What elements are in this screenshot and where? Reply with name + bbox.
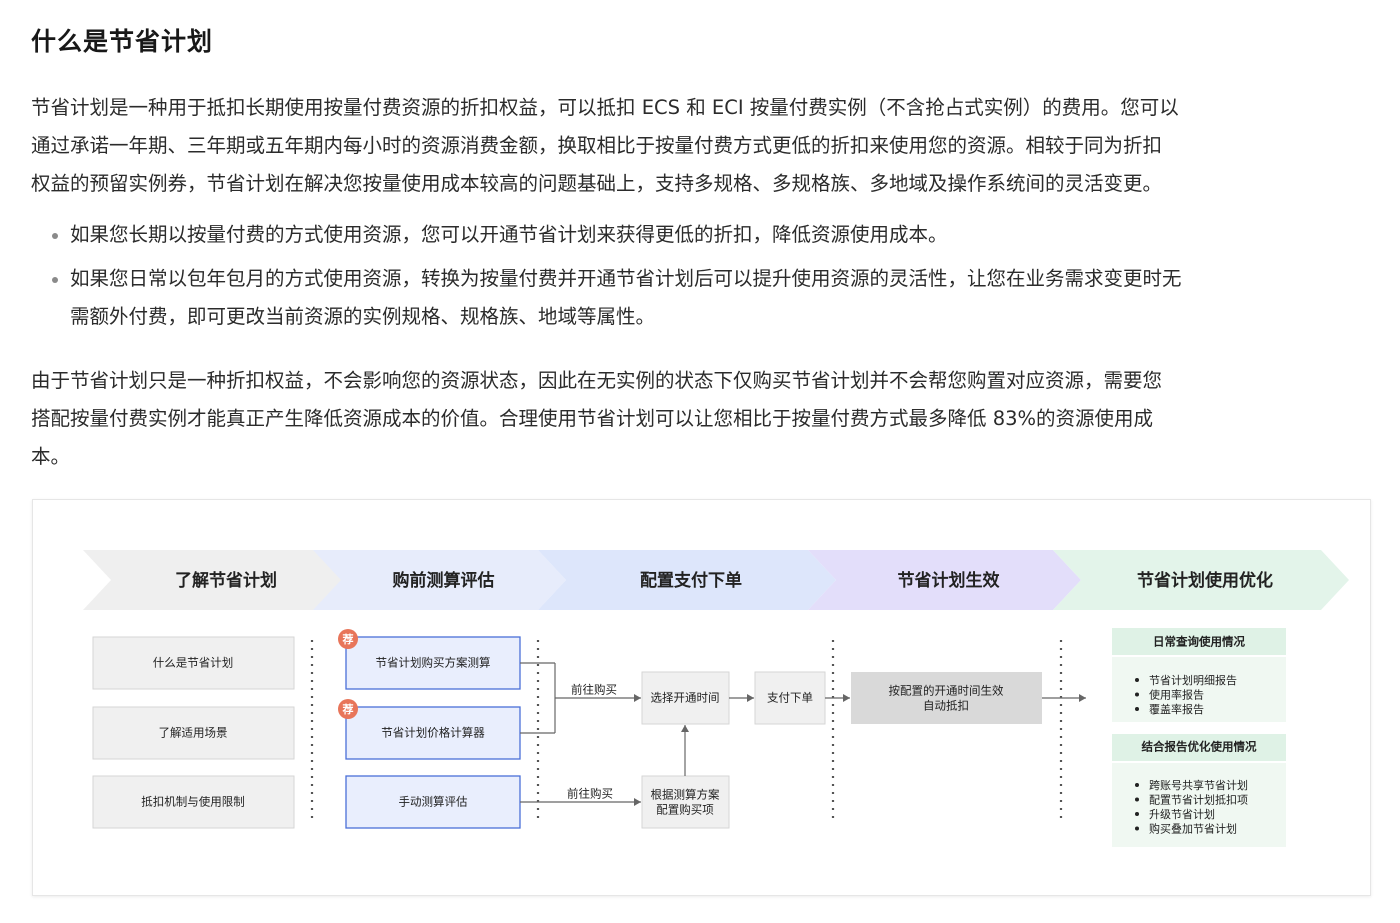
intro-line: 节省计划是一种用于抵扣长期使用按量付费资源的折扣权益，可以抵扣 ECS 和 EC… xyxy=(31,96,1179,119)
learn-box-label: 抵扣机制与使用限制 xyxy=(141,795,245,809)
recommend-badge-label: 荐 xyxy=(342,632,354,646)
learn-box xyxy=(92,775,295,829)
optimize-item: 升级节省计划 xyxy=(1149,808,1215,821)
bullet-item: 如果您长期以按量付费的方式使用资源，您可以开通节省计划来获得更低的折扣，降低资源… xyxy=(31,216,1376,254)
bullet-dot xyxy=(52,277,58,283)
estimate-box-label: 节省计划价格计算器 xyxy=(381,726,485,740)
daily-body-box xyxy=(1112,657,1286,722)
daily-title-label: 日常查询使用情况 xyxy=(1153,635,1245,649)
config-by-plan-label: 根据测算方案 xyxy=(651,788,720,802)
bullet-dot xyxy=(1135,678,1139,682)
daily-item: 覆盖率报告 xyxy=(1149,702,1204,716)
learn-box-label: 了解适用场景 xyxy=(159,726,228,740)
process-diagram: 了解节省计划 购前测算评估 配置支付下单 节省计划生效 节省计划使用优化什么是节省计划了… xyxy=(32,499,1371,896)
optimize-item: 配置节省计划抵扣项 xyxy=(1149,793,1248,807)
bullet-dot xyxy=(1135,826,1139,831)
bullet-line: 如果您长期以按量付费的方式使用资源，您可以开通节省计划来获得更低的折扣，降低资源… xyxy=(70,223,948,246)
bullet-list: 如果您长期以按量付费的方式使用资源，您可以开通节省计划来获得更低的折扣，降低资源… xyxy=(31,216,1376,342)
estimate-box-label: 节省计划购买方案测算 xyxy=(376,656,491,670)
closing-line: 由于节省计划只是一种折扣权益，不会影响您的资源状态，因此在无实例的状态下仅购买节… xyxy=(31,369,1163,392)
daily-title-box xyxy=(1112,628,1286,655)
page-title: 什么是节省计划 xyxy=(31,27,214,56)
estimate-box-label: 手动测算评估 xyxy=(399,795,468,809)
closing-paragraph: 由于节省计划只是一种折扣权益，不会影响您的资源状态，因此在无实例的状态下仅购买节… xyxy=(31,362,1376,476)
optimize-title-box xyxy=(1112,734,1286,761)
stage-chevron xyxy=(83,550,361,610)
effective-label: 按配置的开通时间生效 xyxy=(889,684,1004,698)
stage-label: 节省计划生效 xyxy=(898,570,1000,591)
closing-line: 搭配按量付费实例才能真正产生降低资源成本的价值。合理使用节省计划可以让您相比于按… xyxy=(31,407,1154,430)
stage-chevron xyxy=(313,550,566,610)
bullet-item: 如果您日常以包年包月的方式使用资源，转换为按量付费并开通节省计划后可以提升使用资… xyxy=(31,260,1376,336)
optimize-title-label: 结合报告优化使用情况 xyxy=(1141,740,1257,754)
optimize-item: 购买叠加节省计划 xyxy=(1149,822,1237,836)
config-by-plan-label: 配置购买项 xyxy=(656,803,714,817)
bullet-dot xyxy=(1135,797,1139,802)
bullet-dot xyxy=(1135,812,1139,816)
bullet-dot xyxy=(1135,707,1139,711)
daily-item: 使用率报告 xyxy=(1149,688,1204,702)
bullet-dot xyxy=(52,233,58,239)
bullet-dot xyxy=(1135,692,1139,697)
recommend-badge xyxy=(338,629,358,649)
select-time-label: 选择开通时间 xyxy=(651,691,720,705)
pay-order-label: 支付下单 xyxy=(767,691,813,705)
stage-label: 配置支付下单 xyxy=(640,570,742,591)
learn-box xyxy=(92,636,295,690)
arrow-head xyxy=(634,798,641,806)
arrow-head xyxy=(843,694,850,702)
estimate-box xyxy=(345,636,521,690)
stage-chevron xyxy=(808,550,1081,610)
process-diagram-svg: 了解节省计划 购前测算评估 配置支付下单 节省计划生效 节省计划使用优化什么是节省计划了… xyxy=(83,550,1349,847)
optimize-body-box xyxy=(1112,763,1286,847)
recommend-badge-label: 荐 xyxy=(342,702,354,716)
stage-label: 节省计划使用优化 xyxy=(1137,570,1273,591)
arrow-head xyxy=(1079,694,1086,702)
intro-paragraph: 节省计划是一种用于抵扣长期使用按量付费资源的折扣权益，可以抵扣 ECS 和 EC… xyxy=(31,89,1376,203)
intro-line: 通过承诺一年期、三年期或五年期内每小时的资源消费金额，换取相比于按量付费方式更低… xyxy=(31,134,1163,157)
bullet-dot xyxy=(1135,783,1139,787)
go-buy-label: 前往购买 xyxy=(567,787,613,801)
closing-line: 本。 xyxy=(31,445,71,468)
recommend-badge xyxy=(338,699,358,719)
pay-order-box xyxy=(754,671,826,725)
optimize-item: 跨账号共享节省计划 xyxy=(1149,778,1248,792)
go-buy-label: 前往购买 xyxy=(571,683,617,697)
effective-label: 自动抵扣 xyxy=(923,699,969,713)
effective-box xyxy=(851,672,1042,724)
intro-line: 权益的预留实例券，节省计划在解决您按量使用成本较高的问题基础上，支持多规格、多规… xyxy=(31,172,1163,195)
stage-chevron xyxy=(1053,550,1349,610)
bullet-line: 需额外付费，即可更改当前资源的实例规格、规格族、地域等属性。 xyxy=(70,305,656,328)
daily-item: 节省计划明细报告 xyxy=(1149,673,1237,687)
arrow-head xyxy=(634,694,641,702)
stage-label: 了解节省计划 xyxy=(175,570,277,591)
stage-chevron xyxy=(538,550,836,610)
arrow-head xyxy=(747,694,754,702)
bullet-line: 如果您日常以包年包月的方式使用资源，转换为按量付费并开通节省计划后可以提升使用资… xyxy=(70,267,1182,290)
learn-box xyxy=(92,706,295,760)
learn-box-label: 什么是节省计划 xyxy=(153,656,234,670)
config-by-plan-box xyxy=(641,775,730,829)
arrow-head xyxy=(681,725,689,732)
stage-label: 购前测算评估 xyxy=(393,570,495,591)
